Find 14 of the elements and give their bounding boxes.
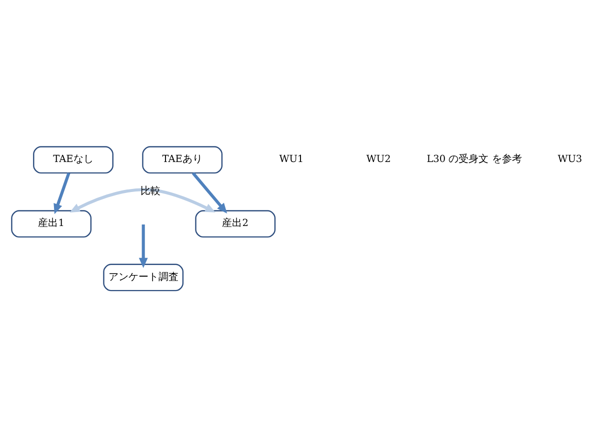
label: WU3 [558, 154, 582, 165]
node-box: TAEなし [33, 146, 114, 174]
label: L30 の受身文 を参考 [426, 154, 522, 165]
node-box: 産出1 [11, 210, 92, 238]
arrow [138, 224, 148, 268]
label: WU1 [279, 154, 304, 165]
arrow [192, 172, 228, 213]
label: WU2 [366, 154, 391, 165]
edge-label: 比較 [140, 186, 161, 197]
node-box: TAEあり [142, 146, 223, 174]
node-box: 産出2 [195, 210, 276, 238]
arrow [54, 172, 70, 214]
arrow [70, 188, 216, 212]
node-box: アンケート調査 [103, 263, 184, 291]
